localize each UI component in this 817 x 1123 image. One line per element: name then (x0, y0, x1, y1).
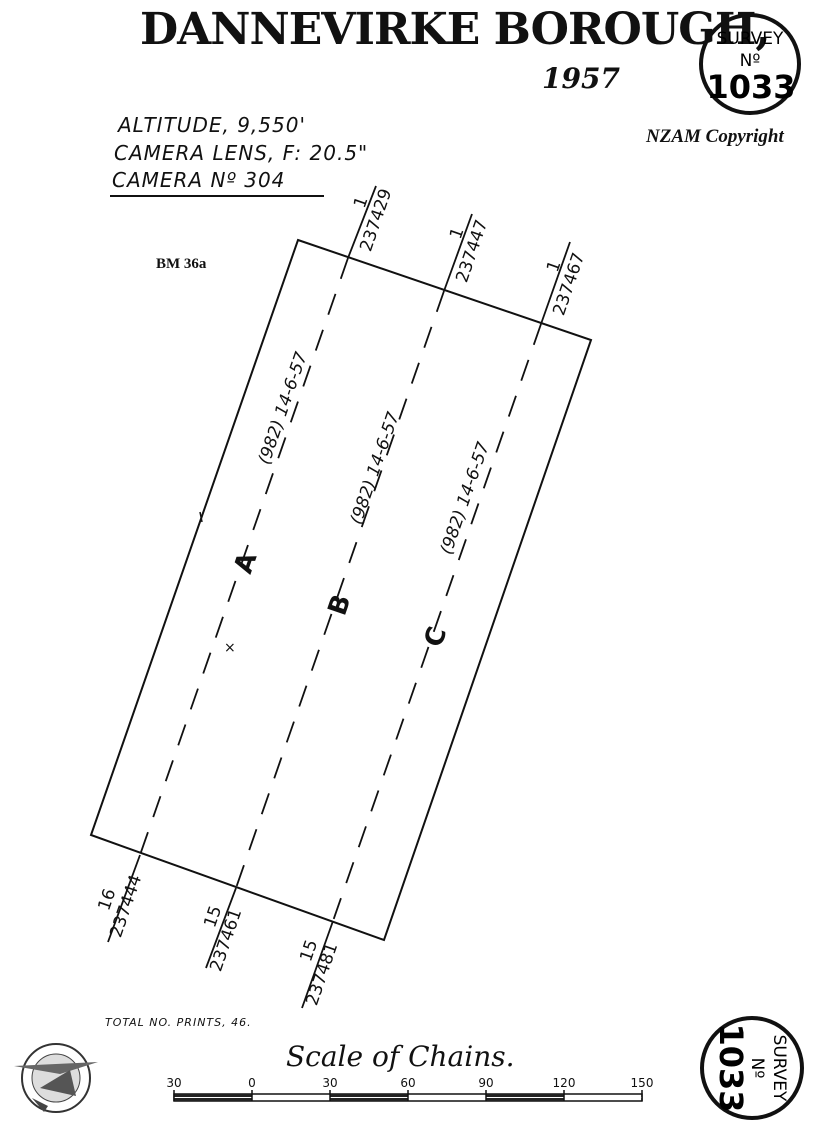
altitude-note: ALTITUDE, 9,550' (118, 113, 306, 137)
svg-text:C: C (419, 623, 454, 651)
coverage-area (89, 238, 593, 942)
run-a-letter: A (229, 549, 264, 578)
bottom-label-c: 15 237481 (296, 937, 342, 1008)
flight-line-c (332, 323, 542, 922)
survey-badge-bottom: SURVEY Nº 1033 (700, 1016, 804, 1120)
map-year: 1957 (542, 62, 620, 95)
scale-tick-label: 30 (322, 1076, 337, 1090)
svg-text:A: A (229, 549, 264, 578)
top-label-c: 1 237467 (543, 250, 589, 318)
tick-bottom-b (205, 887, 237, 969)
run-b-letter: B (323, 591, 358, 620)
survey-badge-bottom-number: 1033 (712, 1023, 750, 1112)
flight-line-a (139, 257, 349, 856)
scale-tick-label: 120 (553, 1076, 576, 1090)
svg-text:B: B (323, 591, 358, 620)
scale-tick-label: 60 (400, 1076, 415, 1090)
copyright-note: NZAM Copyright (646, 126, 784, 147)
run-a-annotation: (982) 14-6-57 (255, 349, 312, 467)
svg-text:(982) 14-6-57: (982) 14-6-57 (347, 409, 404, 527)
flight-info-underline (110, 195, 324, 197)
survey-badge-bottom-no: Nº (747, 1058, 767, 1079)
edge-mark (199, 511, 203, 523)
tick-top-a (347, 185, 377, 259)
tick-bottom-c (301, 920, 334, 1009)
scale-tick-label: 90 (478, 1076, 493, 1090)
camera-number-note: CAMERA Nº 304 (112, 168, 286, 192)
scale-tick-label: 150 (631, 1076, 654, 1090)
tick-bottom-a (107, 854, 141, 943)
total-prints-note: TOTAL NO. PRINTS, 46. (105, 1016, 252, 1029)
survey-badge-bottom-label: SURVEY (769, 1035, 789, 1102)
survey-badge-top: SURVEY Nº 1033 (699, 13, 801, 115)
benchmark-label: BM 36a (156, 256, 207, 272)
aerial-mapping-logo (14, 1043, 98, 1113)
bottom-label-a: 16 237444 (94, 872, 146, 940)
scale-tick-label: 0 (248, 1076, 256, 1090)
bottom-label-b: 15 237461 (200, 903, 246, 974)
camera-lens-note: CAMERA LENS, F: 20.5" (114, 141, 369, 165)
survey-badge-label: SURVEY (717, 29, 784, 49)
run-c-letter: C (419, 623, 454, 651)
survey-badge-no: Nº (740, 51, 761, 71)
run-b-annotation: (982) 14-6-57 (347, 409, 404, 527)
scale-tick-label: 30 (166, 1076, 181, 1090)
top-label-a: 1 237429 (350, 186, 396, 254)
survey-badge-number: 1033 (706, 68, 795, 106)
scale-bar: 30 0 30 60 90 120 150 (166, 1076, 654, 1102)
point-mark: × (224, 640, 236, 656)
scale-title: Scale of Chains. (286, 1040, 515, 1073)
flight-line-b (235, 290, 445, 889)
svg-text:(982) 14-6-57: (982) 14-6-57 (255, 349, 312, 467)
tick-top-c (540, 241, 571, 325)
tick-top-b (443, 213, 473, 292)
top-label-b: 1 237447 (446, 217, 492, 285)
map-title: DANNEVIRKE BOROUGH, (140, 4, 771, 55)
